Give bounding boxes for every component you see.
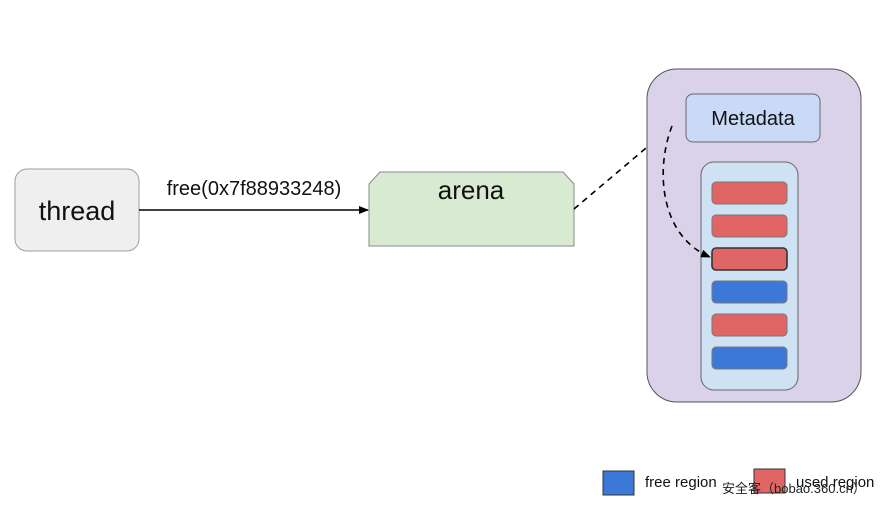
free-call-edge: free(0x7f88933248) <box>139 178 369 214</box>
legend-used-swatch <box>753 468 786 494</box>
thread-node: thread <box>14 168 140 252</box>
legend: free region used region <box>602 468 874 496</box>
arena-node: arena <box>368 171 575 247</box>
arena-label: arena <box>438 175 505 205</box>
metadata-box: Metadata <box>685 93 821 143</box>
legend-used-label: used region <box>796 474 874 491</box>
used-region-block <box>711 247 788 271</box>
free-call-label: free(0x7f88933248) <box>167 178 342 200</box>
thread-label: thread <box>39 196 116 226</box>
metadata-label: Metadata <box>711 108 795 130</box>
used-region-block <box>711 313 788 337</box>
used-region-block <box>711 181 788 205</box>
metadata-to-region-edge <box>662 125 711 258</box>
legend-free-label: free region <box>645 474 717 491</box>
region-stack <box>711 181 788 370</box>
used-region-block <box>711 214 788 238</box>
legend-free-swatch <box>602 470 635 496</box>
watermark: 安全客（bobao.360.cn） <box>722 481 866 496</box>
free-region-block <box>711 280 788 304</box>
free-region-block <box>711 346 788 370</box>
